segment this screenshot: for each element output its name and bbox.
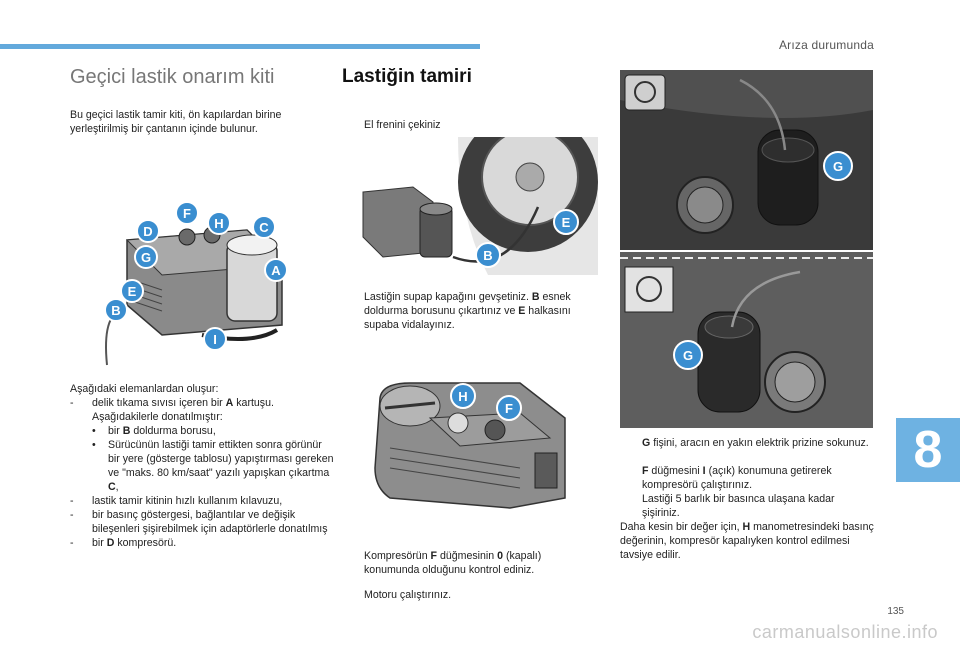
svg-text:E: E	[128, 284, 137, 299]
tire-valve-figure: E B	[358, 137, 598, 275]
svg-text:I: I	[213, 332, 217, 347]
intro-text: Bu geçici lastik tamir kiti, ön kapılard…	[70, 109, 282, 135]
svg-text:D: D	[143, 224, 152, 239]
chapter-tab: 8	[896, 418, 960, 482]
socket-label-G-top: G	[823, 151, 853, 181]
svg-text:G: G	[141, 250, 151, 265]
pressure-note: Daha kesin bir değer için, H manometresi…	[620, 521, 874, 561]
svg-text:B: B	[111, 303, 120, 318]
kit-label-G: G	[134, 245, 158, 269]
svg-text:H: H	[458, 389, 467, 404]
svg-text:C: C	[259, 220, 269, 235]
svg-text:G: G	[833, 159, 843, 174]
svg-text:G: G	[683, 348, 693, 363]
svg-text:F: F	[183, 206, 191, 221]
kit-label-B: B	[104, 298, 128, 322]
svg-text:E: E	[562, 215, 571, 230]
svg-text:A: A	[271, 263, 281, 278]
header-accent-bar	[0, 44, 480, 49]
section-title: Arıza durumunda	[778, 38, 874, 52]
list-item: •Sürücünün lastiği tamir ettikten sonra …	[92, 439, 334, 493]
socket-label-G-bottom: G	[673, 340, 703, 370]
kit-label-F: F	[175, 201, 199, 225]
section-heading: Lastiğin tamiri	[342, 66, 472, 87]
repair-kit-figure: F H C D G A E B I	[92, 195, 292, 370]
list-item: -delik tıkama sıvısı içeren bir A kartuş…	[70, 397, 274, 423]
components-intro: Aşağıdaki elemanlardan oluşur:	[70, 383, 219, 395]
compressor-label-H: H	[450, 383, 476, 409]
socket-figure-bottom: G	[620, 252, 873, 428]
list-item: -bir D kompresörü.	[70, 537, 177, 549]
kit-label-H: H	[207, 211, 231, 235]
components-list: Aşağıdaki elemanlardan oluşur: -delik tı…	[70, 382, 335, 550]
kit-label-I: I	[203, 327, 227, 351]
list-item: -lastik tamir kitinin hızlı kullanım kıl…	[70, 495, 283, 507]
page-number: 135	[887, 606, 904, 617]
svg-text:F: F	[505, 401, 513, 416]
kit-label-C: C	[252, 215, 276, 239]
page-title: Geçici lastik onarım kiti	[70, 66, 275, 88]
svg-text:H: H	[214, 216, 223, 231]
kit-label-A: A	[264, 258, 288, 282]
kit-label-E: E	[120, 279, 144, 303]
compressor-figure: H F	[370, 378, 570, 513]
valve-label-E: E	[553, 209, 579, 235]
compressor-label-F: F	[496, 395, 522, 421]
list-item: -bir basınç göstergesi, bağlantılar ve d…	[70, 509, 328, 535]
valve-label-B: B	[475, 242, 501, 268]
svg-text:B: B	[483, 248, 492, 263]
watermark: carmanualsonline.info	[752, 622, 938, 642]
kit-label-D: D	[136, 219, 160, 243]
list-item: •bir B doldurma borusu,	[92, 425, 216, 437]
socket-figure-top: G	[620, 70, 873, 250]
